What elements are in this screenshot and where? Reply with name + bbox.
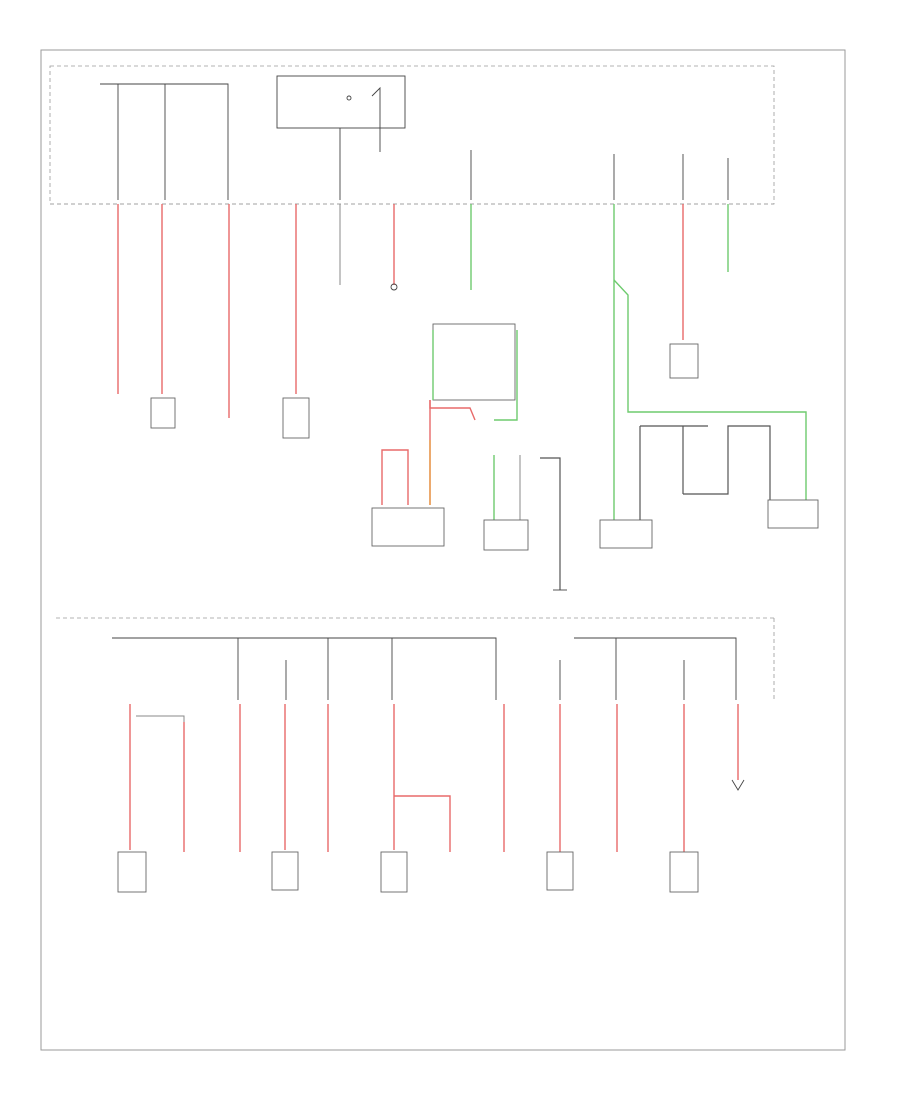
component-lower-4 — [271, 851, 299, 891]
wire-lower-1-branch — [136, 715, 185, 722]
relay-box — [276, 75, 406, 129]
component-lower-8 — [546, 851, 574, 891]
component-mid-lower — [483, 519, 529, 551]
wire-right-green-run — [613, 279, 807, 500]
lower-fuse-block — [56, 617, 775, 700]
component-lower-6 — [380, 851, 408, 893]
component-upper-2 — [150, 397, 176, 429]
wire-right-dk-3 — [683, 425, 771, 500]
wire-ground-run — [540, 457, 561, 590]
ground-lower-11 — [731, 779, 745, 791]
upper-circuits — [117, 204, 819, 591]
upper-fuse-block-outline — [49, 65, 775, 205]
component-right-3 — [767, 499, 819, 529]
lower-bus-left — [112, 637, 497, 700]
component-upper-4 — [282, 397, 310, 439]
wire-module-right — [494, 330, 518, 421]
relay-contact — [346, 95, 352, 101]
component-right-1 — [599, 519, 653, 549]
wire-red-loop — [381, 449, 409, 505]
wire-red-bridge — [429, 400, 476, 421]
relay-switch — [371, 86, 381, 152]
wire-lower-6-branch — [394, 795, 451, 852]
upper-bus-bar — [100, 83, 229, 108]
splice-upper-6 — [390, 283, 398, 291]
upper-fuse-block — [49, 65, 775, 205]
component-lower-10 — [669, 851, 699, 893]
diagram-frame — [40, 49, 846, 1051]
lower-bus-right — [574, 637, 737, 700]
module-box — [432, 323, 516, 401]
component-lower-1 — [117, 851, 147, 893]
component-right-2 — [669, 343, 699, 379]
seat-module — [371, 507, 445, 547]
lower-circuits — [117, 704, 745, 893]
